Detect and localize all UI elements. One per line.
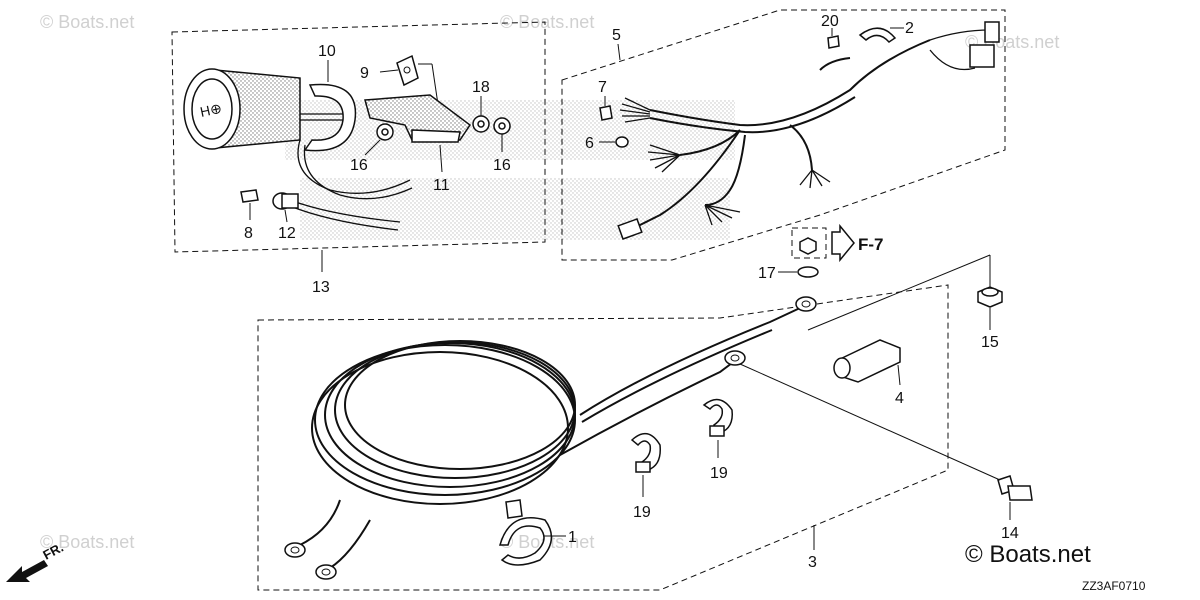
cable-lead-positive <box>579 307 801 416</box>
watermark-bottom-left: © Boats.net <box>40 532 134 552</box>
callout-8[interactable]: 8 <box>244 225 253 242</box>
leader-12 <box>284 209 288 223</box>
callout-19-right[interactable]: 19 <box>710 465 728 482</box>
svg-text:H⊕: H⊕ <box>199 100 224 120</box>
ring-terminal-mid <box>724 350 746 366</box>
battery-cable-coil[interactable] <box>311 340 576 505</box>
callout-5[interactable]: 5 <box>612 27 621 44</box>
callout-19-left[interactable]: 19 <box>633 504 651 521</box>
washer-hole-16-left <box>381 128 389 136</box>
cable-end-a <box>299 499 341 546</box>
group-5-box <box>561 9 1006 261</box>
cable-lead-negative <box>559 359 737 456</box>
cable-lead-positive-b <box>581 329 773 423</box>
harness-connectors <box>617 21 1000 240</box>
washer-hole-16-right <box>498 122 506 130</box>
callout-9[interactable]: 9 <box>360 65 369 82</box>
pin-part-7[interactable] <box>599 105 613 121</box>
callout-10[interactable]: 10 <box>318 43 336 60</box>
reference-arrow[interactable] <box>831 223 855 263</box>
callout-4[interactable]: 4 <box>895 390 904 407</box>
reference-label[interactable]: F-7 <box>858 235 884 254</box>
ring-terminal-top <box>795 296 817 312</box>
leader-14-line <box>739 363 1001 481</box>
callout-15[interactable]: 15 <box>981 334 999 351</box>
cap-part-6[interactable] <box>615 136 629 148</box>
leader-9 <box>379 69 399 73</box>
callout-2[interactable]: 2 <box>905 20 914 37</box>
callout-13[interactable]: 13 <box>312 279 330 296</box>
washer-part-17[interactable] <box>797 266 819 278</box>
bolt-part-14[interactable] <box>997 475 1033 501</box>
meter-wire-c <box>289 199 401 223</box>
callout-1[interactable]: 1 <box>568 529 577 546</box>
terminal-part-8[interactable] <box>240 189 259 203</box>
leader-16a <box>364 139 381 156</box>
watermark-top-center: © Boats.net <box>500 12 594 32</box>
leader-4 <box>897 364 901 386</box>
clip-part-2[interactable] <box>858 27 897 43</box>
nut-ref <box>799 237 817 255</box>
ref-box <box>791 227 827 259</box>
lamp-socket-part-12[interactable] <box>272 192 299 210</box>
callout-16-right[interactable]: 16 <box>493 157 511 174</box>
watermark-bottom-right: © Boats.net <box>965 541 1091 568</box>
callout-6[interactable]: 6 <box>585 135 594 152</box>
bracket-part-9[interactable] <box>396 54 419 87</box>
clamp-part-19-left[interactable] <box>630 432 661 473</box>
leader-11 <box>439 144 443 173</box>
callout-14[interactable]: 14 <box>1001 525 1019 542</box>
bracket-part-11[interactable] <box>364 94 472 143</box>
meter-wire-b <box>303 144 413 200</box>
callout-12[interactable]: 12 <box>278 225 296 242</box>
front-direction-indicator: FR. <box>6 540 66 582</box>
terminal-cover-part-4[interactable] <box>833 339 901 383</box>
callout-16-left[interactable]: 16 <box>350 157 368 174</box>
background-logo-shape <box>285 100 735 240</box>
callout-18[interactable]: 18 <box>472 79 490 96</box>
callout-17[interactable]: 17 <box>758 265 776 282</box>
hour-meter-gauge[interactable]: H⊕ <box>183 68 345 150</box>
clamp-band-part-1[interactable] <box>499 499 553 566</box>
terminal-part-20[interactable] <box>827 35 840 49</box>
group-13-box <box>171 21 546 253</box>
cable-end-b <box>329 519 371 569</box>
callout-3[interactable]: 3 <box>808 554 817 571</box>
group-3-box <box>257 284 949 591</box>
callout-20[interactable]: 20 <box>821 13 839 30</box>
nut-part-15[interactable] <box>977 286 1003 308</box>
watermark-top-left: © Boats.net <box>40 12 134 32</box>
callout-7[interactable]: 7 <box>598 79 607 96</box>
ring-terminal-bottom <box>315 564 337 580</box>
meter-wire-d <box>289 205 399 231</box>
diagram-code: ZZ3AF0710 <box>1082 579 1146 593</box>
ring-terminal-bottom-left <box>284 542 306 558</box>
washer-hole-18 <box>477 120 485 128</box>
callout-11[interactable]: 11 <box>433 177 450 194</box>
clamp-part-19-right[interactable] <box>702 398 733 437</box>
leader-5 <box>617 43 621 61</box>
